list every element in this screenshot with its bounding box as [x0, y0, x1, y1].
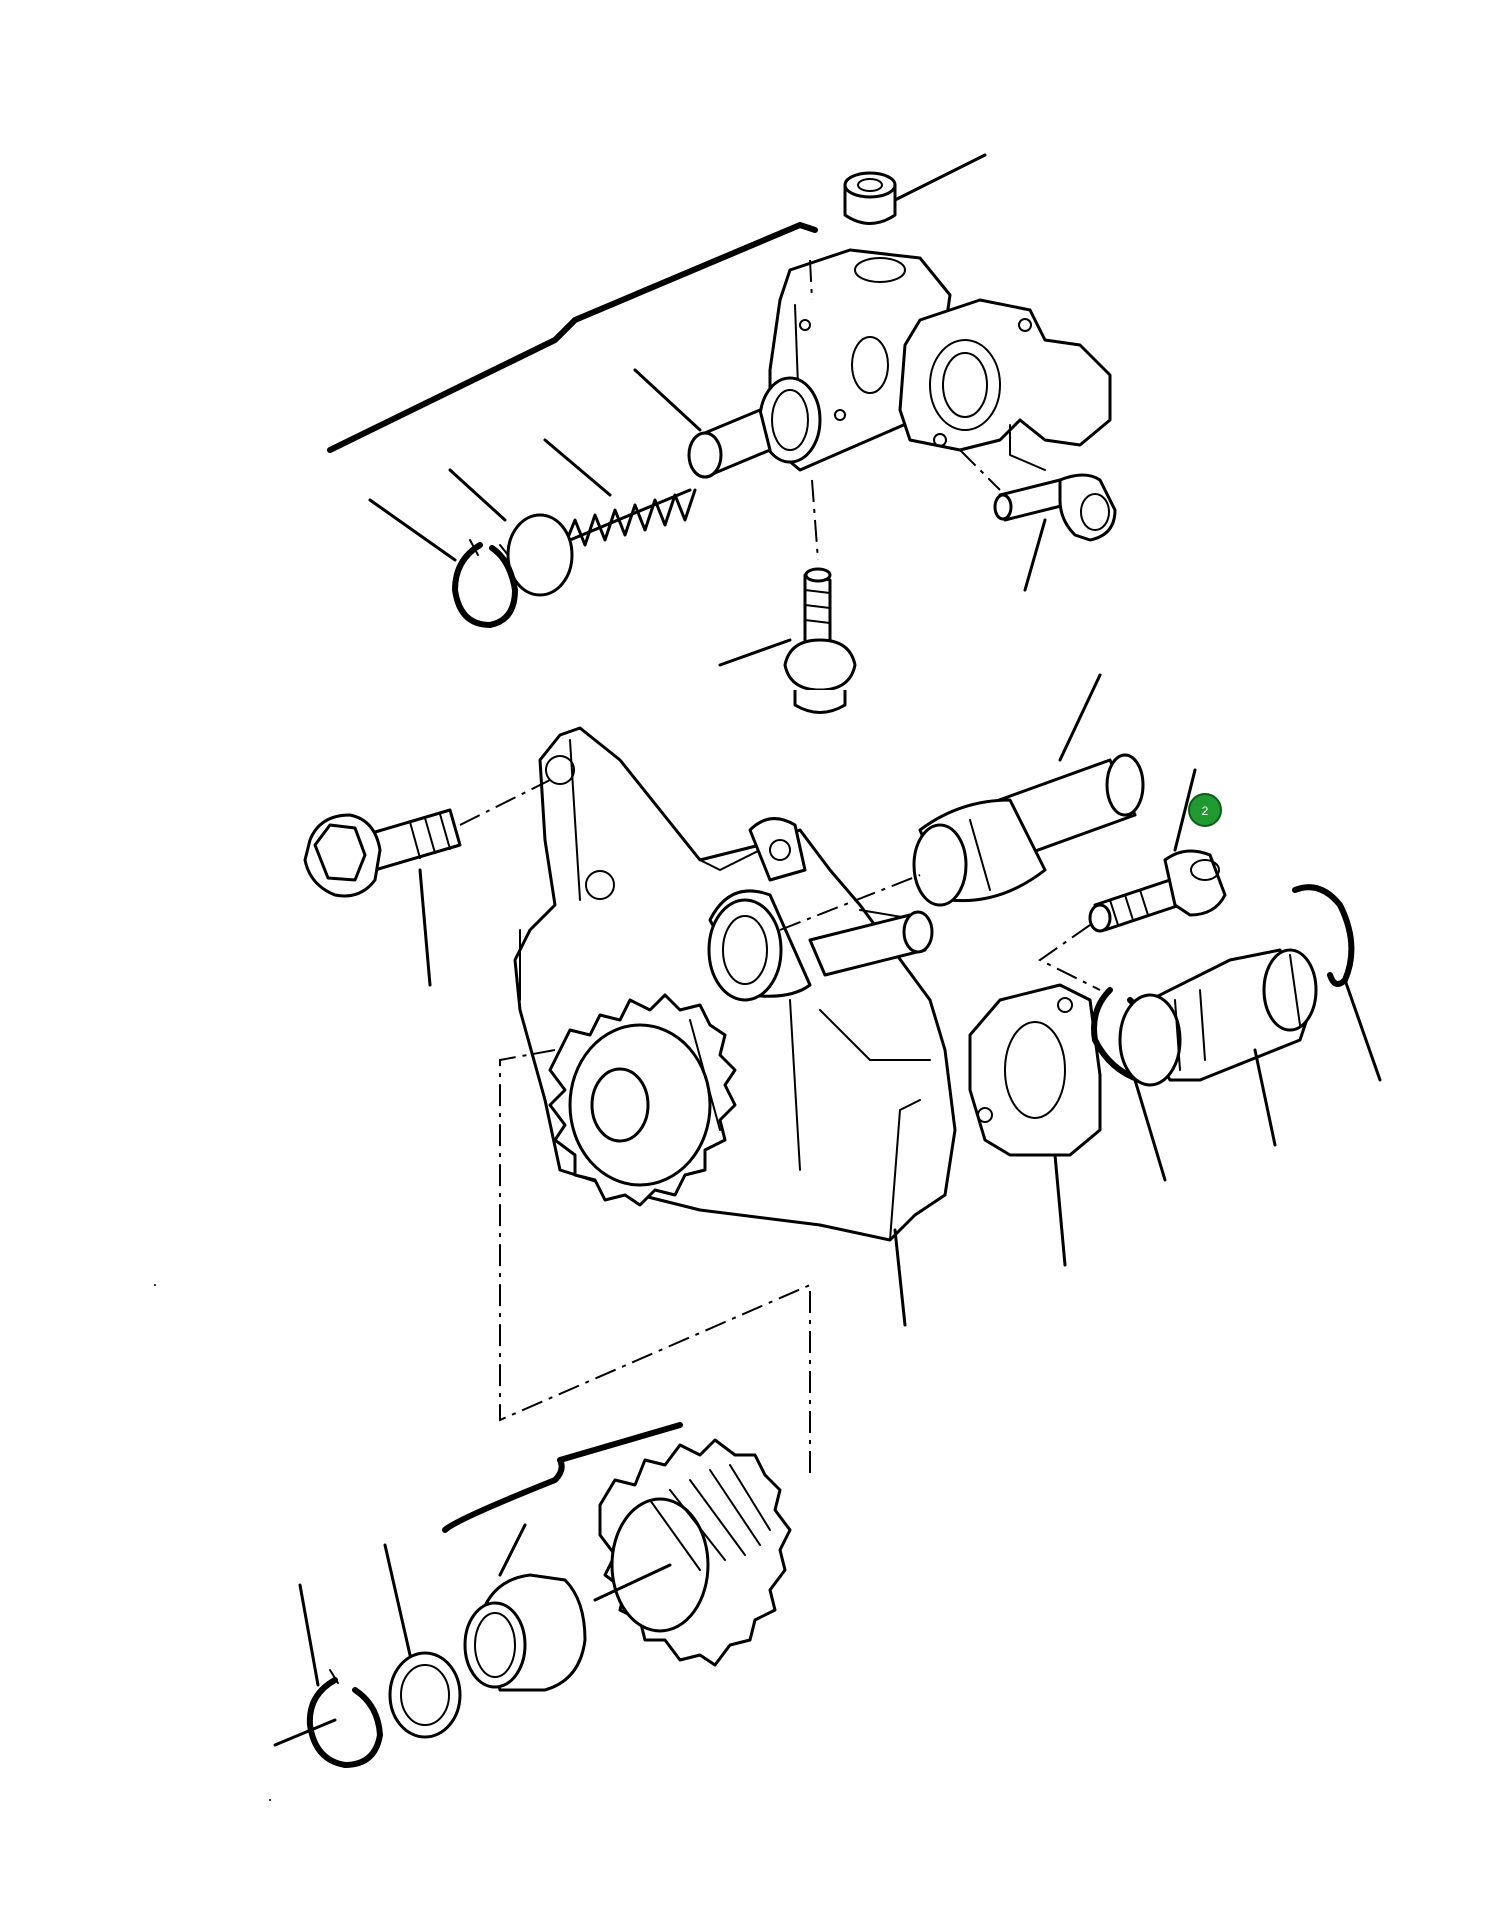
bolt-vertical[interactable] — [783, 567, 857, 714]
leader-line — [498, 1523, 527, 1577]
leader-line — [633, 368, 702, 432]
leader-line — [1133, 1078, 1167, 1182]
leader-line — [1173, 768, 1197, 852]
leader-line — [593, 1563, 672, 1602]
shaft-pin[interactable] — [912, 753, 1145, 907]
upper-assembly-group — [327, 153, 1117, 714]
leader-line — [448, 468, 507, 522]
centerline — [809, 259, 813, 301]
gasket-plate[interactable] — [968, 983, 1102, 1157]
snap-ring-lower[interactable] — [306, 1669, 383, 1768]
callout-2[interactable]: 2 — [1188, 793, 1222, 827]
leader-line — [383, 1543, 412, 1657]
bushing[interactable] — [463, 1573, 587, 1692]
lower-group-bracket — [442, 1422, 683, 1533]
cap-nut[interactable] — [843, 171, 897, 225]
leader-line — [418, 868, 432, 987]
drive-gear[interactable] — [548, 993, 737, 1207]
spring[interactable] — [563, 488, 697, 547]
drive-shaft[interactable] — [808, 910, 934, 977]
leader-line — [273, 1718, 337, 1747]
snap-ring-right[interactable] — [1292, 884, 1355, 987]
plunger[interactable] — [687, 376, 822, 479]
main-pump-group: 2 — [303, 673, 1382, 1480]
leader-line — [893, 153, 987, 202]
centerline — [1038, 924, 1101, 991]
centerline — [779, 874, 921, 931]
leader-line — [1023, 518, 1047, 592]
snap-ring-upper[interactable] — [452, 539, 518, 628]
bolt-flange-side[interactable] — [993, 473, 1117, 542]
centerline — [811, 479, 819, 561]
mounting-bolt-left[interactable] — [303, 808, 462, 898]
leader-line — [1343, 978, 1382, 1082]
socket-bolt[interactable] — [1088, 849, 1227, 933]
leader-line — [298, 1583, 320, 1687]
lower-assembly-group — [154, 1284, 792, 1801]
speck-mark — [154, 1284, 156, 1286]
centerline — [959, 449, 1001, 491]
speck-mark — [269, 1799, 271, 1801]
leader-line — [1053, 1153, 1067, 1267]
leader-line — [1253, 1048, 1277, 1147]
centerline — [459, 779, 551, 826]
spring-cap[interactable] — [499, 513, 574, 597]
housing-boss[interactable] — [707, 817, 812, 1002]
leader-line — [543, 438, 612, 497]
cylinder-sleeve[interactable] — [1118, 948, 1318, 1087]
leader-line — [368, 498, 457, 562]
callout-badge — [1188, 793, 1222, 827]
upper-group-bracket — [327, 222, 818, 453]
leader-line — [1058, 673, 1102, 762]
leader-line — [893, 1228, 907, 1327]
helical-gear[interactable] — [598, 1438, 792, 1667]
elbow-flange[interactable] — [898, 298, 1112, 471]
callout-label: 2 — [1202, 804, 1209, 818]
leader-line — [718, 638, 792, 667]
thrust-washer[interactable] — [388, 1651, 462, 1739]
centerline — [499, 1049, 811, 1480]
